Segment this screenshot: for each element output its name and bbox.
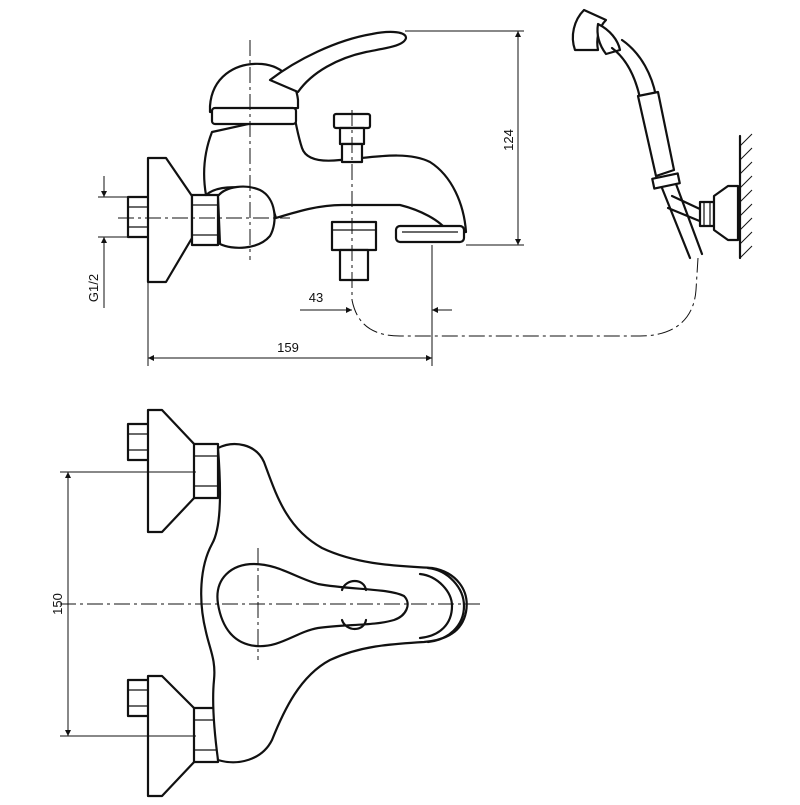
dim-length-label: 159 — [277, 340, 299, 355]
shower-head-neck — [596, 22, 622, 56]
dim-thread-label: G1/2 — [86, 274, 101, 302]
side-aerator — [394, 224, 466, 244]
side-view — [118, 30, 468, 300]
top-lever — [216, 562, 409, 648]
wall-hatch — [738, 133, 753, 260]
side-lever-handle — [268, 30, 408, 94]
side-cap-ring — [210, 106, 298, 126]
dim-thread: G1/2 — [86, 176, 128, 308]
hose-path — [351, 257, 699, 337]
shower-handle-ring — [651, 172, 681, 190]
dim-center-distance: 150 — [50, 471, 196, 737]
dim-height-label: 124 — [501, 129, 516, 151]
top-view — [60, 408, 480, 798]
dim-spout-offset-label: 43 — [309, 290, 323, 305]
top-lower-inlet-nut — [126, 678, 152, 718]
side-hex-nut — [190, 193, 220, 247]
shower-handle — [636, 90, 676, 178]
top-upper-inlet-nut — [126, 422, 152, 462]
holder-nut — [698, 200, 716, 228]
dim-spout-offset: 43 — [300, 245, 452, 318]
side-body-bulge — [216, 185, 276, 249]
top-upper-flange — [146, 408, 198, 534]
dim-height: 124 — [405, 30, 524, 246]
top-upper-hex-nut — [192, 442, 220, 500]
side-outlet-stem — [338, 248, 370, 282]
dim-center-distance-label: 150 — [50, 593, 65, 615]
side-flange — [146, 156, 194, 284]
hand-shower — [571, 8, 740, 260]
shower-head — [571, 8, 608, 52]
side-inlet-nut — [126, 195, 152, 239]
side-shower-outlet — [330, 220, 378, 252]
dim-length: 159 — [147, 282, 433, 366]
holder-base — [712, 184, 740, 242]
